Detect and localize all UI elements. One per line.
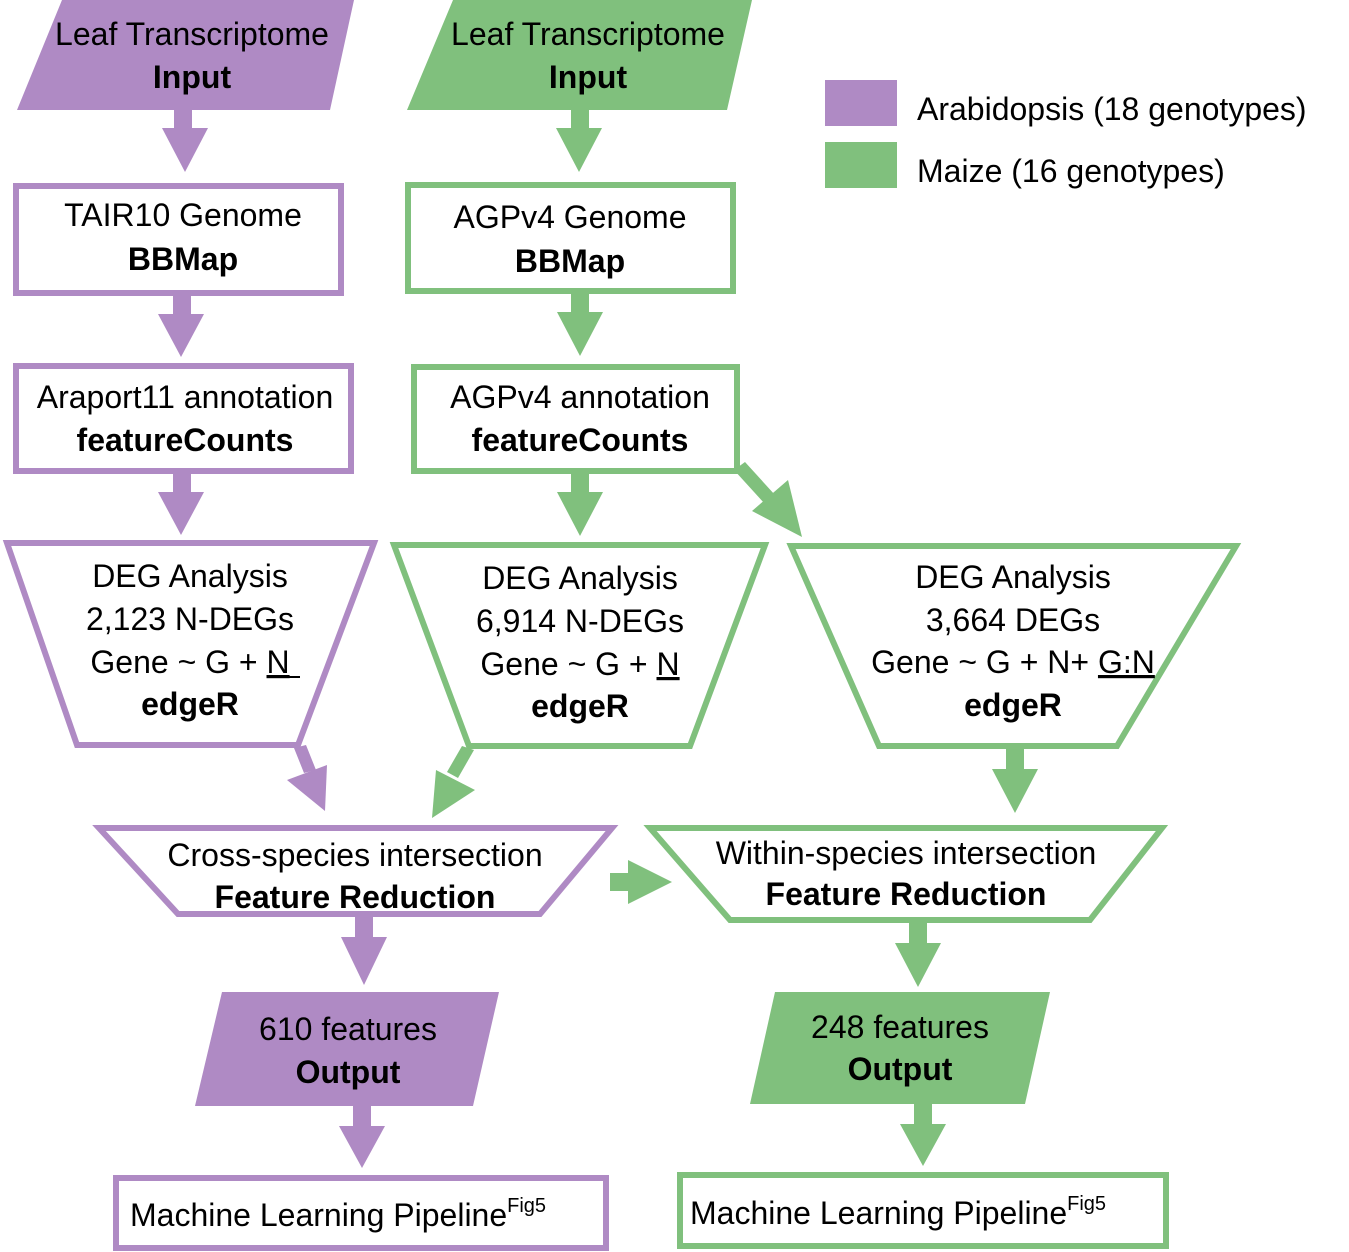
arabidopsis-deg-formula: Gene ~ G + N — [90, 644, 289, 680]
cross-species-label: Feature Reduction — [215, 879, 496, 915]
maize-deg-n-tool: edgeR — [531, 688, 629, 724]
arabidopsis-annotation-title: Araport11 annotation — [37, 379, 334, 415]
arrow-arabidopsis-genome-to-annotation — [158, 296, 204, 357]
maize-genome-tool: BBMap — [515, 243, 625, 279]
cross-species-title: Cross-species intersection — [167, 837, 542, 873]
maize-deg-n-formula: Gene ~ G + N — [480, 646, 679, 682]
arabidopsis-input-node: Leaf Transcriptome Input — [17, 0, 354, 110]
maize-input-title: Leaf Transcriptome — [451, 16, 725, 52]
arabidopsis-deg-node: DEG Analysis 2,123 N-DEGs Gene ~ G + N e… — [2, 540, 379, 748]
arrow-maize-annotation-to-deg-gn — [734, 462, 802, 537]
legend: Arabidopsis (18 genotypes) Maize (16 gen… — [825, 80, 1307, 189]
maize-input-node: Leaf Transcriptome Input — [407, 0, 752, 110]
ml-pipeline-within-node: Machine Learning PipelineFig5 — [677, 1172, 1169, 1249]
within-species-label: Feature Reduction — [766, 876, 1047, 912]
maize-annotation-node: AGPv4 annotation featureCounts — [411, 364, 740, 474]
arrow-cross-to-output — [341, 917, 387, 985]
arabidopsis-genome-title: TAIR10 Genome — [64, 197, 302, 233]
ml-pipeline-cross-node: Machine Learning PipelineFig5 — [113, 1175, 609, 1251]
maize-deg-gn-count: 3,664 DEGs — [926, 602, 1100, 638]
arrow-output-within-to-ml — [900, 1104, 946, 1166]
arrow-maize-annotation-to-deg-n — [557, 474, 603, 536]
output-within-label: Output — [848, 1051, 953, 1087]
arabidopsis-annotation-tool: featureCounts — [77, 422, 294, 458]
maize-deg-gn-node: DEG Analysis 3,664 DEGs Gene ~ G + N+ G:… — [786, 543, 1242, 749]
maize-annotation-title: AGPv4 annotation — [450, 379, 710, 415]
ml-pipeline-within-label: Machine Learning PipelineFig5 — [690, 1193, 1106, 1231]
arrow-maize-input-to-genome — [556, 110, 602, 172]
output-within-count: 248 features — [811, 1009, 989, 1045]
arabidopsis-deg-tool: edgeR — [141, 686, 239, 722]
arabidopsis-deg-count: 2,123 N-DEGs — [86, 601, 294, 637]
arabidopsis-deg-title: DEG Analysis — [92, 558, 288, 594]
maize-deg-n-count: 6,914 N-DEGs — [476, 603, 684, 639]
arrow-output-cross-to-ml — [339, 1106, 385, 1168]
cross-species-node: Cross-species intersection Feature Reduc… — [92, 825, 619, 917]
arabidopsis-input-shape — [17, 0, 354, 110]
arrow-arabidopsis-input-to-genome — [162, 110, 208, 172]
maize-deg-n-node: DEG Analysis 6,914 N-DEGs Gene ~ G + N e… — [389, 542, 770, 749]
output-cross-count: 610 features — [259, 1011, 437, 1047]
maize-genome-title: AGPv4 Genome — [454, 199, 687, 235]
arrow-maize-deg-n-to-cross — [432, 746, 475, 818]
legend-label-arabidopsis: Arabidopsis (18 genotypes) — [917, 91, 1307, 127]
output-cross-label: Output — [296, 1054, 401, 1090]
legend-label-maize: Maize (16 genotypes) — [917, 153, 1225, 189]
output-within-node: 248 features Output — [750, 992, 1050, 1104]
arabidopsis-input-label: Input — [153, 59, 232, 95]
maize-deg-gn-tool: edgeR — [964, 687, 1062, 723]
ml-pipeline-cross-label: Machine Learning PipelineFig5 — [130, 1195, 546, 1233]
arrow-maize-deg-gn-to-within — [992, 749, 1038, 813]
legend-swatch-maize — [825, 142, 897, 188]
arabidopsis-genome-tool: BBMap — [128, 241, 238, 277]
arabidopsis-genome-node: TAIR10 Genome BBMap — [13, 183, 344, 296]
maize-annotation-tool: featureCounts — [472, 422, 689, 458]
maize-deg-gn-title: DEG Analysis — [915, 559, 1111, 595]
maize-input-label: Input — [549, 59, 628, 95]
maize-genome-node: AGPv4 Genome BBMap — [405, 182, 736, 294]
within-species-node: Within-species intersection Feature Redu… — [643, 825, 1169, 923]
arabidopsis-input-title: Leaf Transcriptome — [55, 16, 329, 52]
maize-deg-n-title: DEG Analysis — [482, 560, 678, 596]
arabidopsis-annotation-node: Araport11 annotation featureCounts — [13, 363, 354, 474]
arrow-maize-genome-to-annotation — [557, 294, 603, 356]
maize-input-shape — [407, 0, 752, 110]
output-cross-node: 610 features Output — [195, 992, 499, 1106]
within-species-title: Within-species intersection — [716, 835, 1097, 871]
legend-swatch-arabidopsis — [825, 80, 897, 126]
arrow-arabidopsis-deg-to-cross — [287, 745, 327, 811]
arrow-within-to-output — [895, 923, 941, 987]
arrow-arabidopsis-annotation-to-deg — [158, 474, 204, 535]
arrow-cross-to-within — [610, 860, 672, 904]
maize-deg-gn-formula: Gene ~ G + N+ G:N — [871, 644, 1155, 680]
